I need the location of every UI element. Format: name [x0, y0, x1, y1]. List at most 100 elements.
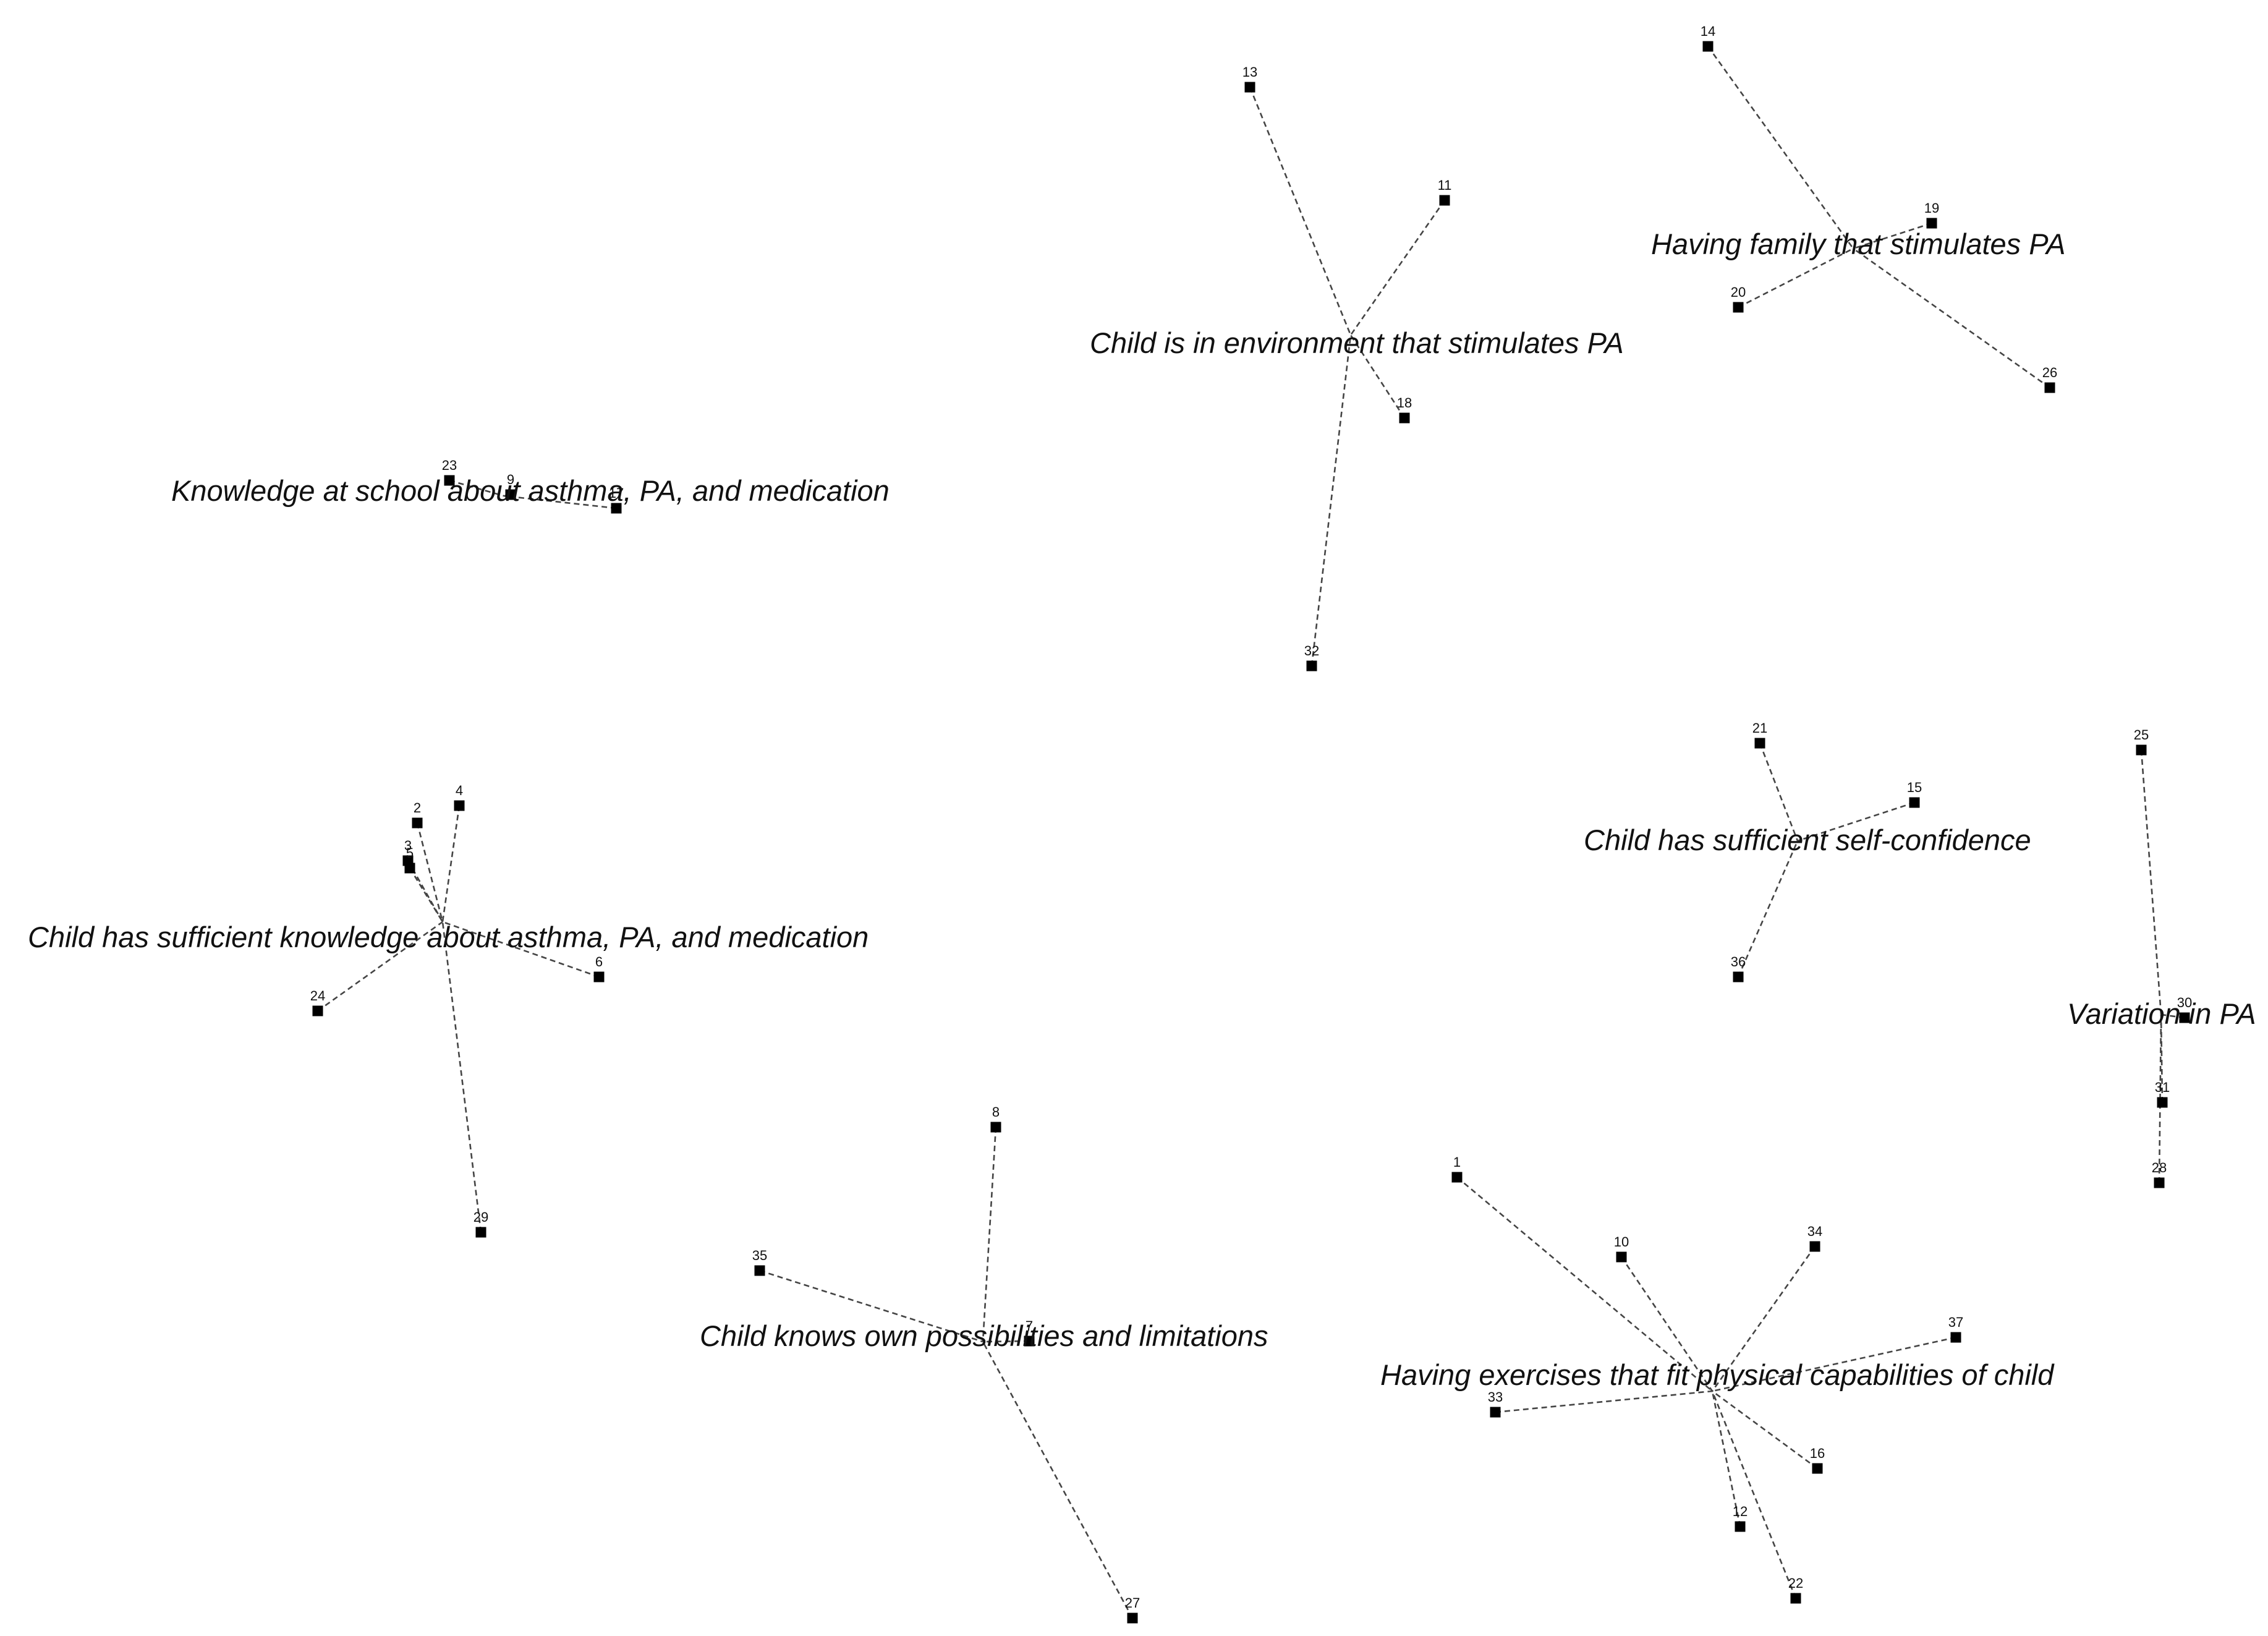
statement-node-29 [475, 1227, 486, 1238]
statement-node-34 [1809, 1241, 1820, 1252]
statement-number-11: 11 [1438, 177, 1452, 193]
edge-26-to-c3 [1853, 247, 2050, 389]
statement-number-10: 10 [1614, 1234, 1629, 1250]
statement-number-5: 5 [406, 845, 414, 861]
statement-node-28 [2154, 1177, 2165, 1188]
statement-node-2 [412, 817, 423, 829]
cluster-label-c4: Child has sufficient knowledge about ast… [28, 921, 869, 953]
cluster-label-c1: Knowledge at school about asthma, PA, an… [171, 474, 890, 507]
statement-number-22: 22 [1788, 1575, 1803, 1591]
statement-number-16: 16 [1810, 1446, 1825, 1461]
edge-14-to-c3 [1707, 46, 1854, 249]
cluster-label-c5: Child has sufficient self-confidence [1584, 824, 2031, 856]
cluster-label-c6: Variation in PA [2067, 997, 2256, 1030]
statement-node-11 [1439, 195, 1450, 206]
cluster-label-c7: Child knows own possibilities and limita… [700, 1319, 1268, 1352]
edge-33-to-c8 [1495, 1390, 1713, 1413]
statement-node-27 [1127, 1613, 1138, 1624]
edge-2-to-c4 [416, 822, 444, 922]
edge-18-to-c2 [1349, 334, 1406, 419]
statement-node-13 [1244, 82, 1255, 93]
statement-node-19 [1926, 218, 1937, 229]
statement-number-26: 26 [2042, 365, 2057, 380]
statement-number-37: 37 [1948, 1314, 1963, 1330]
edge-4-to-c4 [441, 805, 461, 922]
statement-number-7: 7 [1026, 1318, 1033, 1334]
statement-node-17 [611, 503, 622, 514]
statement-number-33: 33 [1488, 1389, 1503, 1405]
statement-number-20: 20 [1731, 284, 1746, 300]
edge-12-to-c8 [1711, 1391, 1741, 1527]
cluster-label-c8: Having exercises that fit physical capab… [1380, 1358, 2055, 1391]
edge-5-to-c4 [409, 867, 444, 922]
statement-number-28: 28 [2152, 1160, 2167, 1175]
statement-node-7 [1024, 1336, 1035, 1347]
statement-number-36: 36 [1731, 954, 1746, 969]
edge-7-to-c7 [982, 1340, 1030, 1343]
cluster-label-c3: Having family that stimulates PA [1651, 228, 2065, 260]
statement-node-9 [505, 489, 516, 500]
statement-node-10 [1616, 1251, 1627, 1263]
edge-10-to-c8 [1620, 1256, 1714, 1392]
statement-number-6: 6 [595, 954, 603, 969]
edge-31-to-c6 [2160, 1014, 2164, 1103]
edge-19-to-c3 [1853, 222, 1932, 250]
edge-13-to-c2 [1249, 87, 1352, 336]
statement-number-8: 8 [992, 1104, 1000, 1120]
edge-15-to-c5 [1797, 801, 1915, 842]
statement-number-14: 14 [1701, 23, 1715, 39]
statement-number-13: 13 [1242, 64, 1257, 80]
statement-number-19: 19 [1924, 200, 1939, 216]
labels-layer: Knowledge at school about asthma, PA, an… [28, 228, 2256, 1391]
edge-36-to-c5 [1737, 840, 1799, 978]
edge-27-to-c7 [982, 1341, 1134, 1619]
edge-35-to-c7 [759, 1269, 983, 1343]
statement-node-8 [990, 1122, 1001, 1133]
cluster-label-c2: Child is in environment that stimulates … [1090, 326, 1624, 359]
statement-number-35: 35 [752, 1248, 767, 1263]
edge-8-to-c7 [982, 1127, 997, 1342]
edge-17-to-c1 [503, 495, 617, 509]
nodes-layer: 2391713111832141920262435624292115362530… [310, 23, 2192, 1624]
statement-node-30 [2179, 1012, 2190, 1023]
edge-22-to-c8 [1711, 1391, 1797, 1599]
statement-number-27: 27 [1125, 1595, 1140, 1611]
statement-node-23 [444, 475, 455, 486]
statement-number-24: 24 [310, 988, 325, 1003]
statement-node-36 [1733, 971, 1744, 982]
statement-node-22 [1790, 1593, 1801, 1604]
statement-number-21: 21 [1752, 720, 1767, 736]
edge-34-to-c8 [1711, 1246, 1816, 1392]
statement-number-32: 32 [1304, 643, 1319, 658]
edge-23-to-c1 [449, 479, 504, 497]
statement-node-31 [2157, 1097, 2168, 1108]
statement-node-25 [2136, 744, 2147, 756]
statement-number-30: 30 [2177, 995, 2192, 1010]
statement-node-20 [1733, 302, 1744, 313]
statement-node-35 [754, 1265, 765, 1276]
statement-node-1 [1451, 1172, 1463, 1183]
edge-20-to-c3 [1738, 247, 1854, 309]
statement-number-17: 17 [609, 485, 624, 501]
statement-node-24 [312, 1005, 323, 1016]
statement-number-9: 9 [507, 472, 514, 487]
statement-node-15 [1909, 797, 1920, 808]
edge-24-to-c4 [317, 921, 443, 1012]
statement-node-37 [1950, 1332, 1961, 1343]
statement-node-18 [1399, 412, 1410, 424]
statement-number-23: 23 [442, 458, 457, 473]
statement-node-33 [1490, 1407, 1501, 1418]
statement-number-1: 1 [1453, 1154, 1461, 1170]
statement-node-16 [1812, 1463, 1823, 1474]
edge-37-to-c8 [1712, 1336, 1956, 1392]
statement-number-15: 15 [1907, 780, 1922, 795]
edge-29-to-c4 [441, 921, 482, 1233]
statement-node-21 [1754, 738, 1765, 749]
statement-number-18: 18 [1397, 395, 1412, 411]
statement-node-26 [2044, 382, 2055, 393]
statement-node-14 [1702, 41, 1714, 52]
statement-node-6 [593, 971, 605, 982]
statement-number-25: 25 [2134, 727, 2149, 743]
statement-number-4: 4 [456, 783, 463, 798]
